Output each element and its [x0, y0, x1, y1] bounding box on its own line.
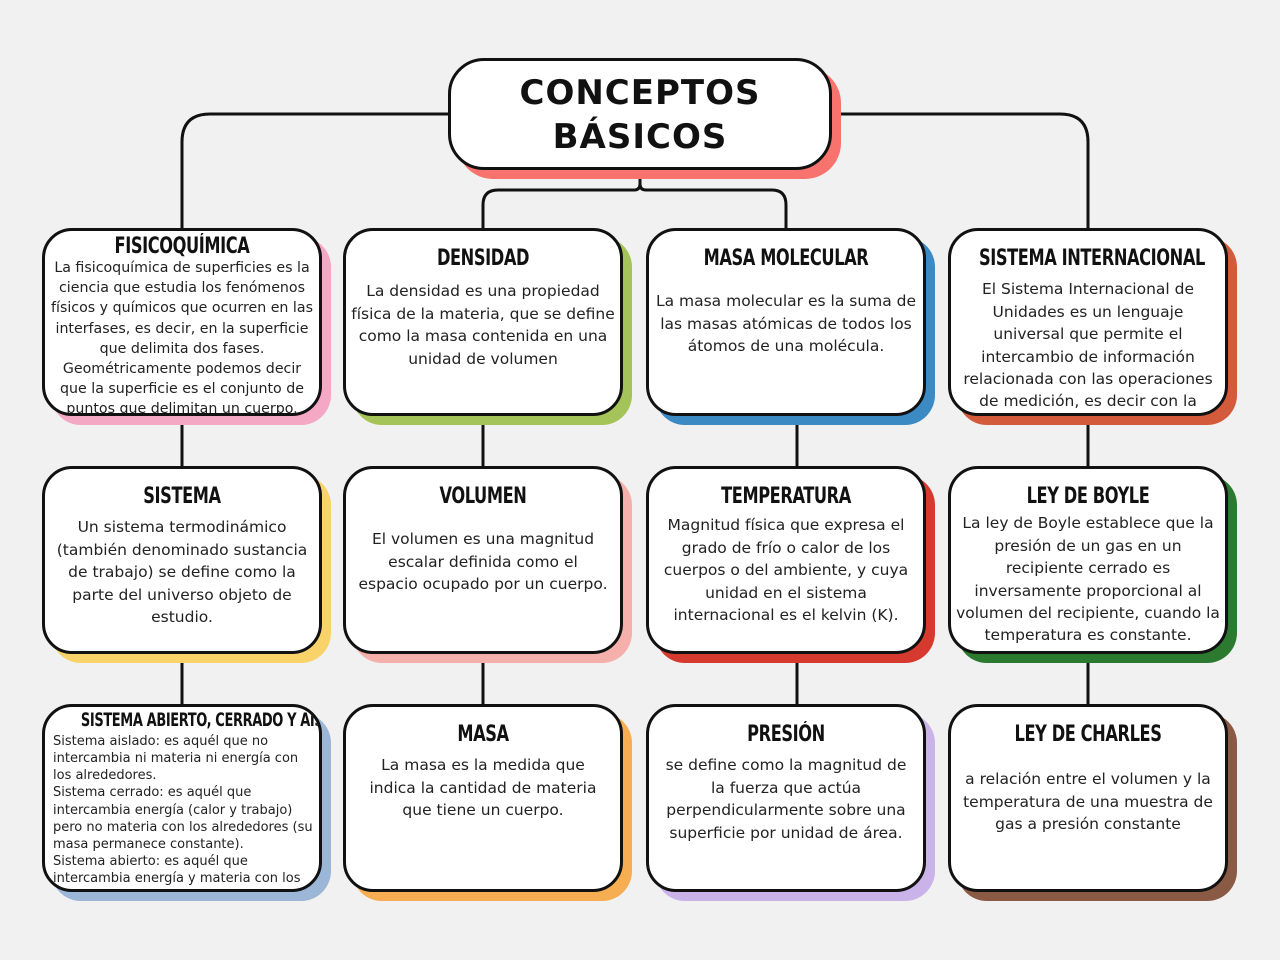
node-masa: MASA La masa es la medida que indica la …	[343, 704, 632, 901]
node-body: Sistema aislado: es aquél que no interca…	[49, 733, 315, 889]
node-title: LEY DE CHARLES	[1014, 722, 1162, 747]
node-title: SISTEMA INTERNACIONAL	[978, 246, 1205, 271]
node-card: TEMPERATURA Magnitud física que expresa …	[646, 466, 926, 654]
node-body: La masa molecular es la suma de las masa…	[655, 292, 917, 356]
node-card: DENSIDAD La densidad es una propiedad fí…	[343, 228, 623, 416]
node-body: El volumen es una magnitud escalar defin…	[358, 530, 608, 594]
node-sistema-abierto: SISTEMA ABIERTO, CERRADO Y AISLADO Siste…	[42, 704, 331, 901]
node-ley-charles: LEY DE CHARLES a relación entre el volum…	[948, 704, 1237, 901]
node-card: FISICOQUÍMICA La fisicoquímica de superf…	[42, 228, 322, 416]
node-fisicoquimica: FISICOQUÍMICA La fisicoquímica de superf…	[42, 228, 331, 425]
node-ley-boyle: LEY DE BOYLE La ley de Boyle establece q…	[948, 466, 1237, 663]
node-sistema: SISTEMA Un sistema termodinámico (tambié…	[42, 466, 331, 663]
node-title: TEMPERATURA	[721, 484, 851, 509]
node-body: La densidad es una propiedad física de l…	[351, 282, 615, 368]
node-card: SISTEMA Un sistema termodinámico (tambié…	[42, 466, 322, 654]
node-title: PRESIÓN	[747, 722, 825, 747]
root-title-line1: CONCEPTOS	[519, 72, 761, 113]
node-body: a relación entre el volumen y la tempera…	[963, 770, 1213, 834]
node-card: SISTEMA ABIERTO, CERRADO Y AISLADO Siste…	[42, 704, 322, 892]
node-title: SISTEMA ABIERTO, CERRADO Y AISLADO	[80, 709, 322, 731]
node-body: La masa es la medida que indica la canti…	[369, 756, 597, 820]
paragraph-cerrado: Sistema cerrado: es aquél que intercambi…	[53, 785, 313, 852]
node-body: Magnitud física que expresa el grado de …	[663, 516, 909, 624]
node-card: SISTEMA INTERNACIONAL El Sistema Interna…	[948, 228, 1228, 416]
node-title: FISICOQUÍMICA	[114, 234, 250, 259]
node-body: El Sistema Internacional de Unidades es …	[963, 280, 1213, 411]
node-title: LEY DE BOYLE	[1026, 484, 1150, 509]
root-title: CONCEPTOS BÁSICOS	[520, 71, 761, 159]
node-card: MASA MOLECULAR La masa molecular es la s…	[646, 228, 926, 416]
node-title: MASA	[457, 722, 509, 747]
node-title: VOLUMEN	[439, 484, 527, 509]
node-card: LEY DE BOYLE La ley de Boyle establece q…	[948, 466, 1228, 654]
node-title: DENSIDAD	[436, 246, 530, 271]
node-body: La fisicoquímica de superficies es la ci…	[51, 260, 313, 416]
node-temperatura: TEMPERATURA Magnitud física que expresa …	[646, 466, 935, 663]
root-node: CONCEPTOS BÁSICOS	[448, 58, 841, 179]
connector-root-fisicoquimica	[180, 112, 448, 228]
node-card: PRESIÓN se define como la magnitud de la…	[646, 704, 926, 892]
connector-root-center	[481, 170, 788, 228]
node-body: se define como la magnitud de la fuerza …	[665, 756, 907, 842]
node-volumen: VOLUMEN El volumen es una magnitud escal…	[343, 466, 632, 663]
root-title-line2: BÁSICOS	[552, 117, 728, 157]
paragraph-abierto: Sistema abierto: es aquél que intercambi…	[53, 854, 301, 889]
node-body: La ley de Boyle establece que la presión…	[956, 514, 1220, 645]
node-densidad: DENSIDAD La densidad es una propiedad fí…	[343, 228, 632, 425]
root-card: CONCEPTOS BÁSICOS	[448, 58, 832, 170]
node-card: VOLUMEN El volumen es una magnitud escal…	[343, 466, 623, 654]
node-presion: PRESIÓN se define como la magnitud de la…	[646, 704, 935, 901]
node-title: SISTEMA	[143, 484, 221, 509]
node-card: LEY DE CHARLES a relación entre el volum…	[948, 704, 1228, 892]
connector-root-sistema-internacional	[832, 112, 1090, 228]
node-masa-molecular: MASA MOLECULAR La masa molecular es la s…	[646, 228, 935, 425]
paragraph-aislado: Sistema aislado: es aquél que no interca…	[53, 733, 299, 784]
node-sistema-internacional: SISTEMA INTERNACIONAL El Sistema Interna…	[948, 228, 1237, 425]
node-card: MASA La masa es la medida que indica la …	[343, 704, 623, 892]
node-body: Un sistema termodinámico (también denomi…	[56, 518, 308, 626]
node-title: MASA MOLECULAR	[703, 246, 869, 271]
